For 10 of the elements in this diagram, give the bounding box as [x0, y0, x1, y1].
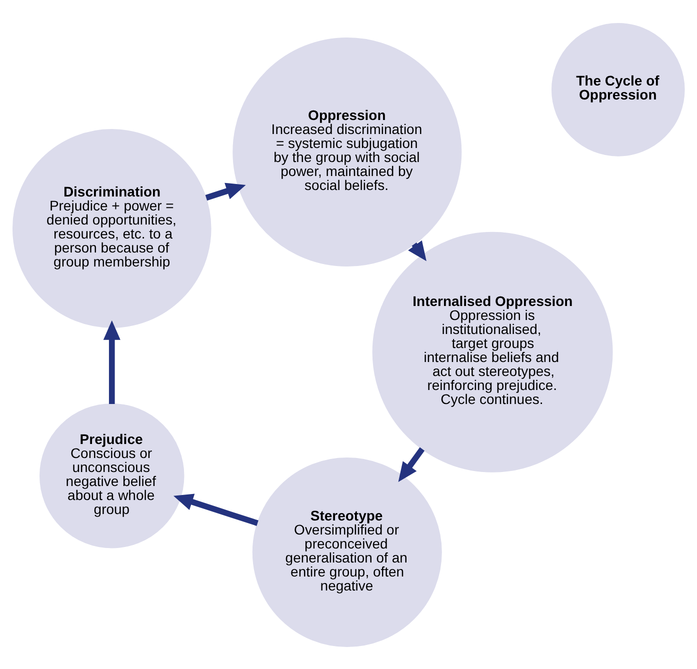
- arrow: [173, 493, 258, 526]
- node-circle: Stereotype Oversimplified or preconceived generalisation of an entire group, often negative: [252, 457, 442, 647]
- node-circle: Internalised Oppression Oppression is institutionalised, target groups internalise beliefs and act out stereotypes, reinforcing prejudice. Cycle continues.: [372, 231, 613, 472]
- node-circle: Oppression Increased discrimination = systemic subjugation by the group with social power, maintained by social beliefs.: [232, 37, 462, 266]
- arrow: [398, 446, 425, 482]
- node-circle: Prejudice Conscious or unconscious negative belief about a whole group: [40, 402, 184, 548]
- arrow: [103, 320, 120, 404]
- arrow: [205, 182, 246, 200]
- node-circle: The Cycle of Oppression: [551, 22, 685, 156]
- node-circle: Discrimination Prejudice + power = denied opportunities, resources, etc. to a person because of group membership: [12, 128, 212, 328]
